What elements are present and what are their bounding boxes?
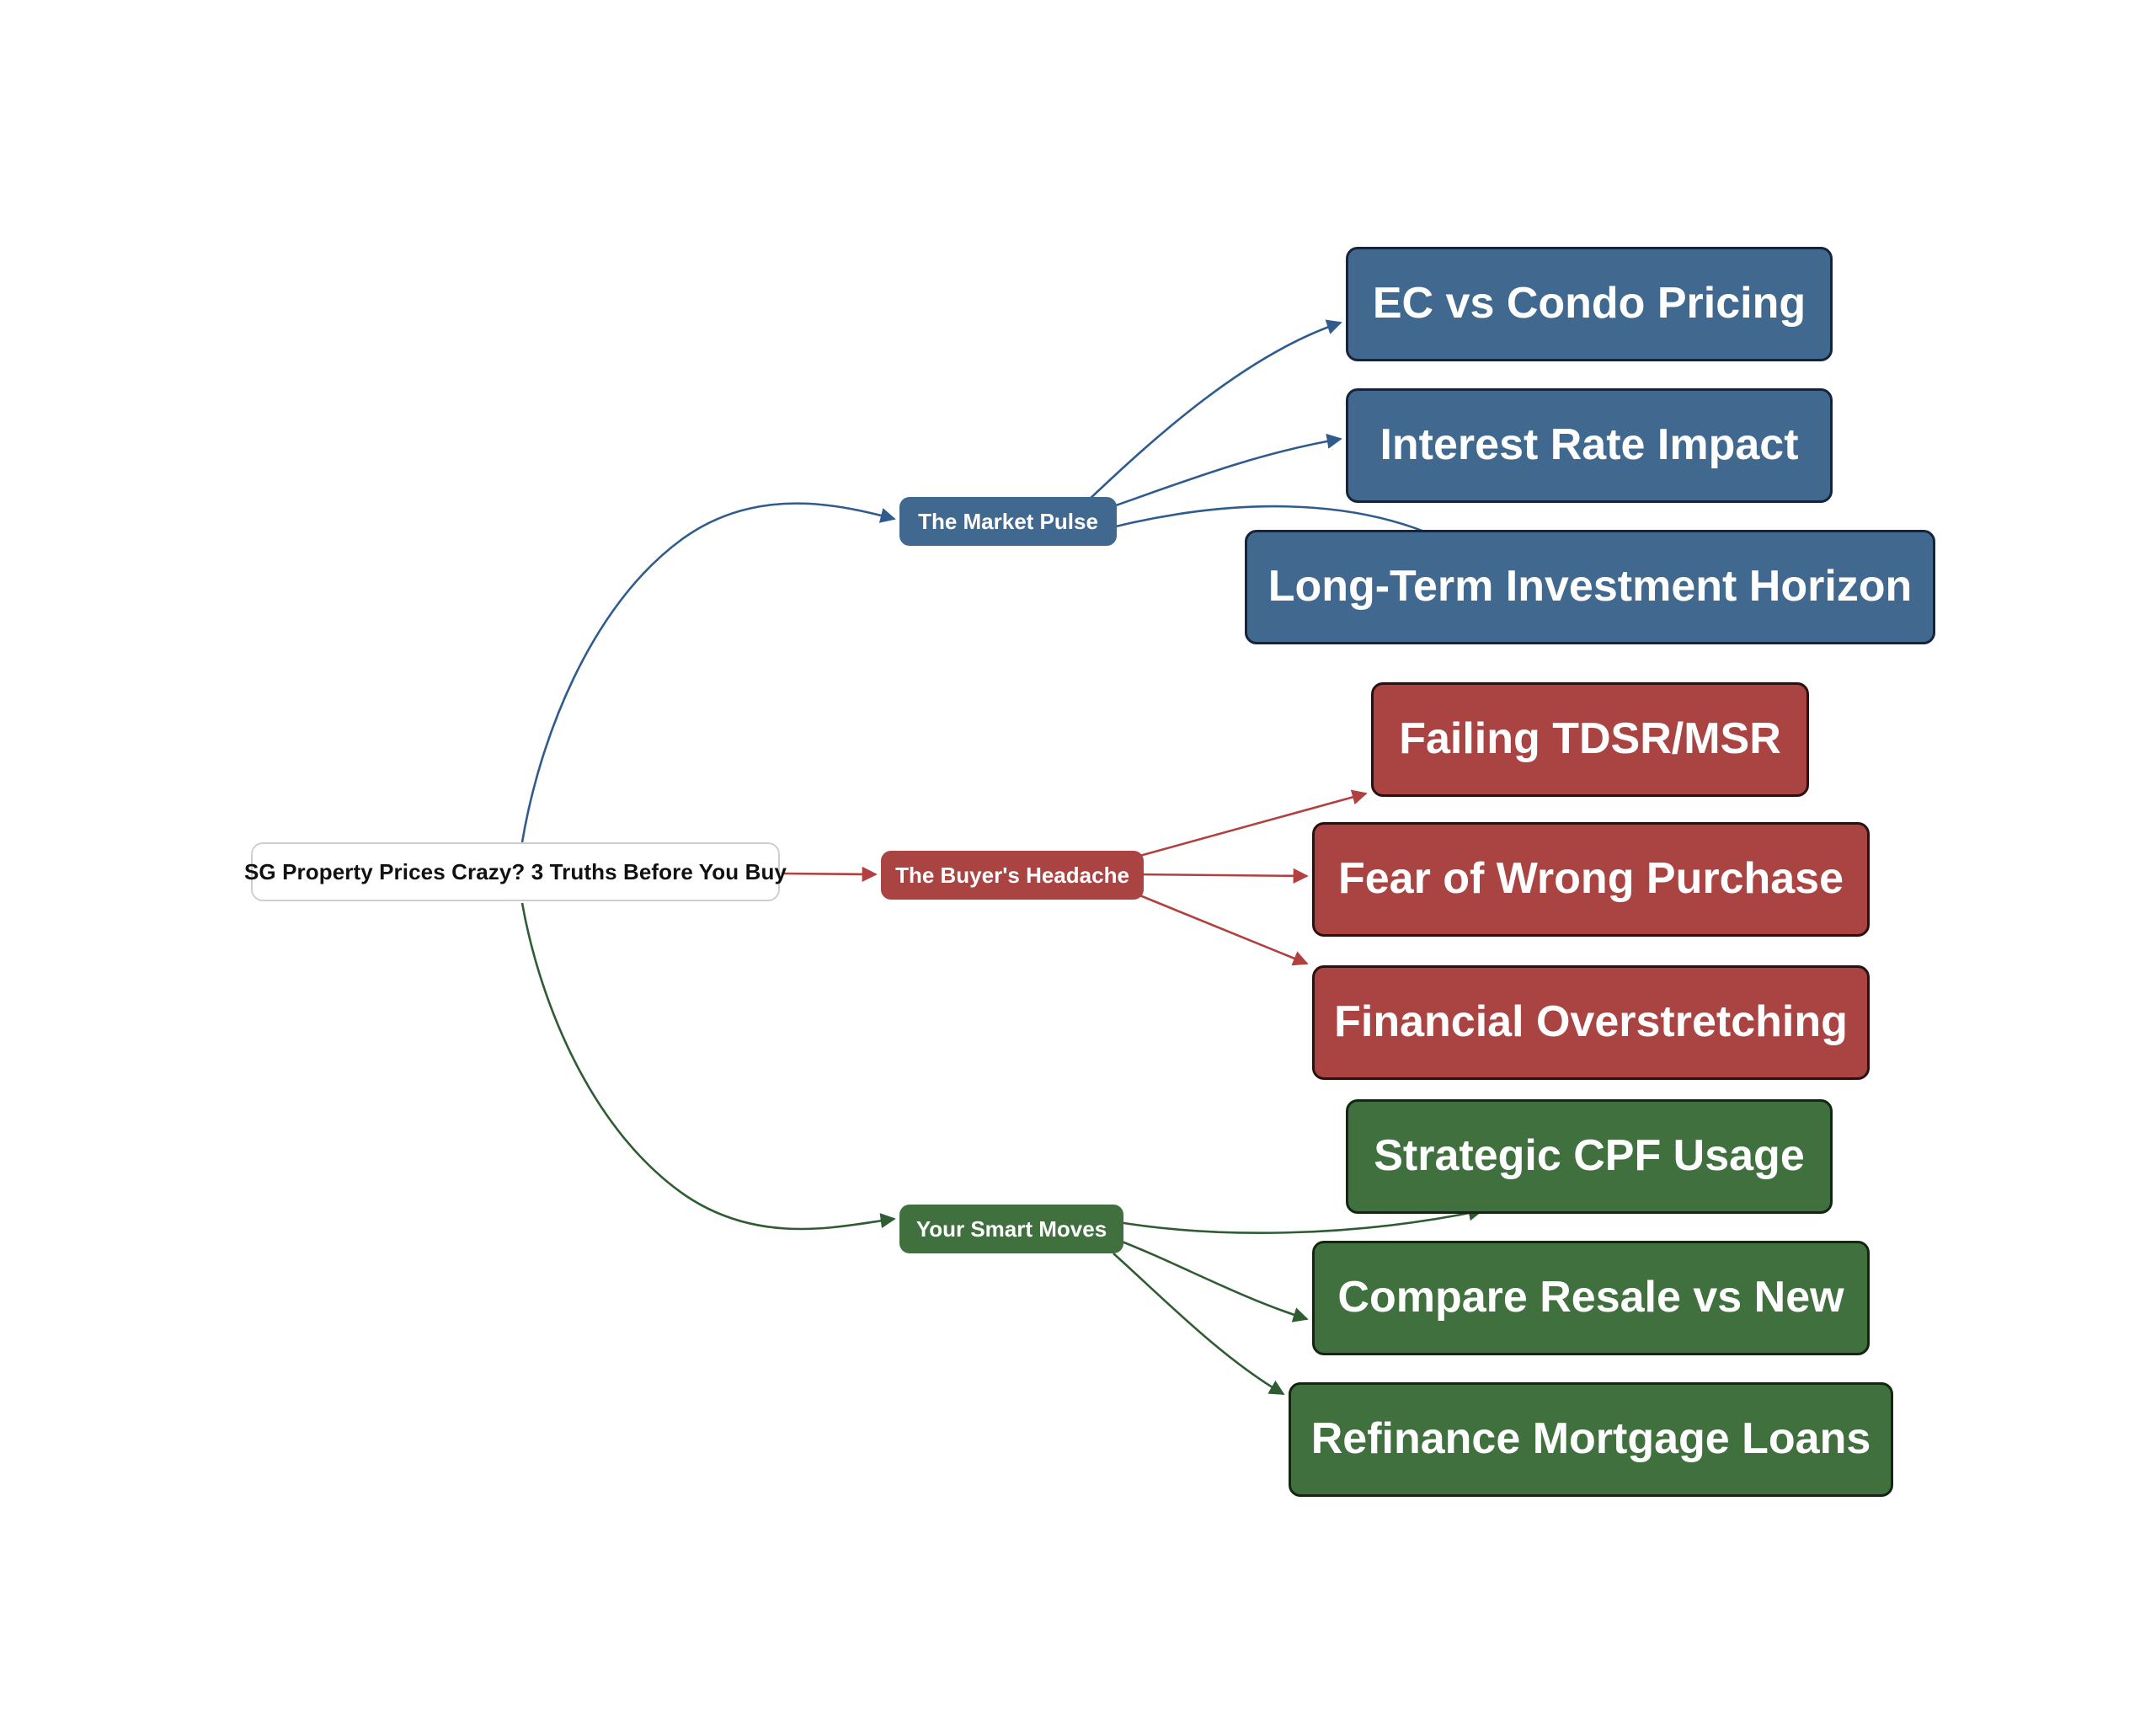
edge-smart-resale: [1113, 1237, 1309, 1322]
leaf-node-refinance-mortgage-loans-label: Refinance Mortgage Loans: [1310, 1414, 1871, 1464]
edge-market-pulse-ec: [1086, 319, 1342, 503]
branch-node-your-smart-moves-label: Your Smart Moves: [915, 1215, 1107, 1242]
branch-node-buyers-headache-label: The Buyer's Headache: [895, 862, 1129, 888]
leaf-node-refinance-mortgage-loans[interactable]: Refinance Mortgage Loans: [1289, 1382, 1893, 1497]
leaf-node-ec-vs-condo-pricing[interactable]: EC vs Condo Pricing: [1346, 247, 1833, 361]
edge-smart-refinance: [1113, 1253, 1285, 1396]
edge-smart-cpf: [1113, 1205, 1484, 1234]
leaf-node-compare-resale-vs-new[interactable]: Compare Resale vs New: [1312, 1241, 1870, 1355]
leaf-node-failing-tdsr-msr-label: Failing TDSR/MSR: [1399, 714, 1781, 764]
edge-root-market-pulse: [520, 502, 896, 843]
leaf-node-compare-resale-vs-new-label: Compare Resale vs New: [1337, 1273, 1844, 1322]
leaf-node-long-term-investment-horizon[interactable]: Long-Term Investment Horizon: [1245, 530, 1935, 644]
leaf-node-fear-of-wrong-purchase-label: Fear of Wrong Purchase: [1337, 854, 1844, 904]
leaf-node-ec-vs-condo-pricing-label: EC vs Condo Pricing: [1372, 279, 1806, 329]
edge-root-smart-moves: [520, 902, 896, 1231]
leaf-node-strategic-cpf-usage-label: Strategic CPF Usage: [1374, 1131, 1805, 1181]
edge-headache-fear: [1133, 868, 1309, 884]
branch-node-buyers-headache[interactable]: The Buyer's Headache: [881, 851, 1144, 900]
leaf-node-fear-of-wrong-purchase[interactable]: Fear of Wrong Purchase: [1312, 822, 1870, 937]
edge-headache-overstretch: [1133, 891, 1309, 966]
leaf-node-strategic-cpf-usage[interactable]: Strategic CPF Usage: [1346, 1099, 1833, 1214]
branch-node-your-smart-moves[interactable]: Your Smart Moves: [899, 1205, 1123, 1253]
edge-market-pulse-rate: [1086, 433, 1342, 517]
leaf-node-financial-overstretching-label: Financial Overstretching: [1334, 997, 1848, 1047]
branch-node-market-pulse[interactable]: The Market Pulse: [899, 497, 1117, 546]
leaf-node-failing-tdsr-msr[interactable]: Failing TDSR/MSR: [1371, 682, 1809, 797]
leaf-node-financial-overstretching[interactable]: Financial Overstretching: [1312, 965, 1870, 1080]
leaf-node-interest-rate-impact-label: Interest Rate Impact: [1380, 420, 1799, 470]
root-node-label: SG Property Prices Crazy? 3 Truths Befor…: [243, 858, 787, 884]
root-node[interactable]: SG Property Prices Crazy? 3 Truths Befor…: [244, 842, 787, 901]
leaf-node-long-term-investment-horizon-label: Long-Term Investment Horizon: [1267, 562, 1913, 612]
leaf-node-interest-rate-impact[interactable]: Interest Rate Impact: [1346, 388, 1833, 503]
branch-node-market-pulse-label: The Market Pulse: [918, 508, 1098, 534]
